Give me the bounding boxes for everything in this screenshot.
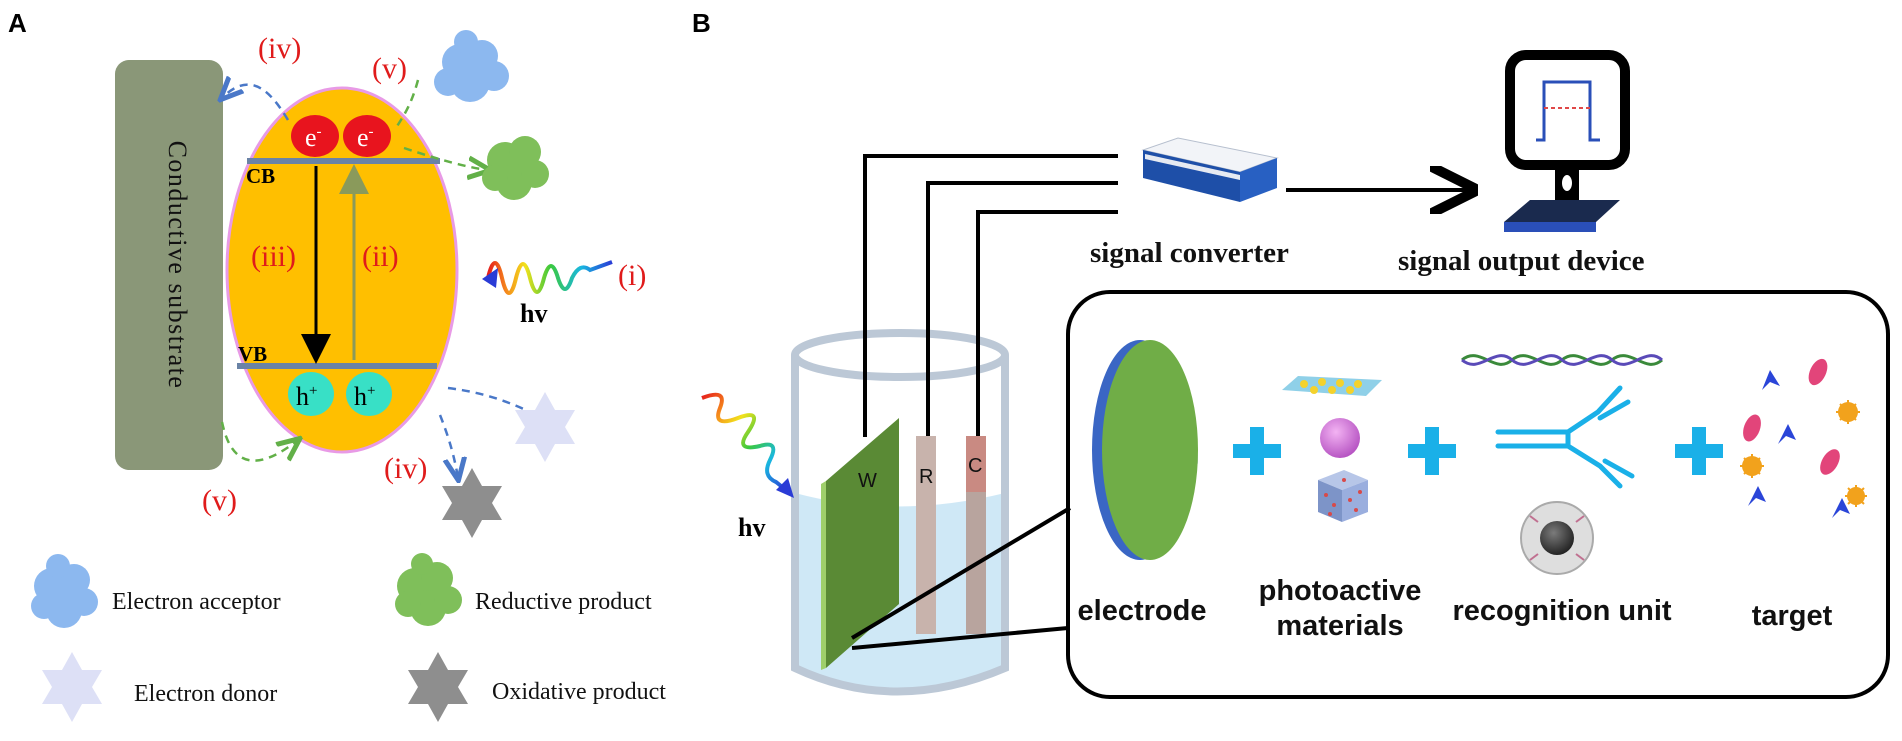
- donor-dashed-line: [447, 386, 531, 414]
- vb-label: VB: [238, 342, 267, 366]
- step-v-bottom-label: (v): [202, 484, 237, 517]
- light-wave-icon: [482, 260, 613, 295]
- electrode-c-label: C: [968, 455, 982, 477]
- component-photoactive-label-line1: photoactive: [1259, 575, 1422, 607]
- electron-donor-star-icon: [515, 392, 575, 462]
- electron-1: e-: [291, 115, 339, 157]
- legend-item-reductive-product: Reductive product: [395, 553, 652, 626]
- green-cloud-icon: [395, 553, 462, 626]
- legend-label: Oxidative product: [492, 679, 666, 705]
- signal-converter-device: [1141, 137, 1279, 464]
- panel-a-label: A: [8, 8, 27, 38]
- step-iv-bottom-label: (iv): [384, 452, 427, 485]
- step-ii-label: (ii): [362, 240, 399, 273]
- hole-1: h+: [288, 372, 334, 416]
- electrode-r-label: R: [919, 466, 933, 488]
- signal-output-monitor: [1504, 50, 1630, 232]
- electrode-wires: [863, 154, 1118, 449]
- light-label-b: hv: [738, 513, 765, 542]
- blue-cloud-icon: [31, 554, 98, 628]
- step-iii-label: (iii): [251, 240, 296, 273]
- target-molecules-icon: [1740, 358, 1867, 518]
- photoactive-materials-icon: [1282, 376, 1382, 522]
- electron-2: e-: [343, 115, 391, 157]
- step-iv-top-label: (iv): [258, 32, 301, 65]
- light-label-a: hv: [520, 299, 547, 328]
- plus-icon-1: [1233, 427, 1281, 475]
- legend-item-electron-acceptor: Electron acceptor: [31, 554, 281, 628]
- recognition-unit-icon: [1461, 354, 1663, 575]
- svg-text:h+: h+: [354, 382, 375, 411]
- light-wave-b-icon: [701, 392, 794, 498]
- plus-icon-2: [1408, 427, 1456, 475]
- substrate-label: Conductive substrate: [163, 141, 192, 390]
- step-i-label: (i): [618, 259, 646, 292]
- legend-label: Reductive product: [475, 589, 652, 615]
- component-electrode-label: electrode: [1078, 595, 1207, 627]
- electron-acceptor-cloud-icon: [434, 30, 509, 102]
- plus-icon-3: [1675, 427, 1723, 475]
- component-target-label: target: [1752, 600, 1833, 632]
- lavender-star-icon: [42, 652, 102, 722]
- oxidation-arrow: [438, 414, 458, 478]
- substrate-to-hole-arrow: [220, 421, 298, 462]
- semiconductor-particle: [225, 86, 459, 454]
- signal-converter-label: signal converter: [1090, 237, 1289, 269]
- electron-to-substrate-arrow: [222, 85, 290, 121]
- reductive-product-cloud-icon: [482, 136, 549, 200]
- electrode-disc-icon: [1092, 340, 1198, 560]
- zoom-line-top: [850, 506, 1072, 640]
- components-box: [1066, 290, 1890, 699]
- legend: Electron acceptor Reductive product Elec…: [31, 553, 666, 722]
- component-photoactive-label-line2: materials: [1276, 610, 1403, 642]
- svg-text:e-: e-: [357, 123, 374, 152]
- svg-text:e-: e-: [305, 123, 322, 152]
- acceptor-dashed-line: [393, 79, 420, 131]
- conductive-substrate: Conductive substrate: [115, 60, 223, 470]
- counter-electrode: C: [966, 436, 986, 634]
- gray-star-icon: [408, 652, 468, 722]
- cb-label: CB: [246, 164, 275, 188]
- legend-item-electron-donor: Electron donor: [42, 652, 277, 722]
- legend-label: Electron acceptor: [112, 589, 281, 615]
- legend-label: Electron donor: [134, 681, 277, 707]
- signal-output-label: signal output device: [1398, 245, 1645, 277]
- electrode-w-label: W: [858, 470, 877, 492]
- panel-b-label: B: [692, 8, 711, 38]
- svg-text:h+: h+: [296, 382, 317, 411]
- hole-2: h+: [346, 372, 392, 416]
- working-electrode: W: [821, 418, 899, 670]
- zoom-line-bottom: [851, 626, 1069, 650]
- oxidative-product-star-icon: [442, 468, 502, 538]
- step-v-top-label: (v): [372, 52, 407, 85]
- component-recognition-label: recognition unit: [1452, 595, 1671, 627]
- legend-item-oxidative-product: Oxidative product: [408, 652, 666, 722]
- reference-electrode: R: [916, 436, 936, 634]
